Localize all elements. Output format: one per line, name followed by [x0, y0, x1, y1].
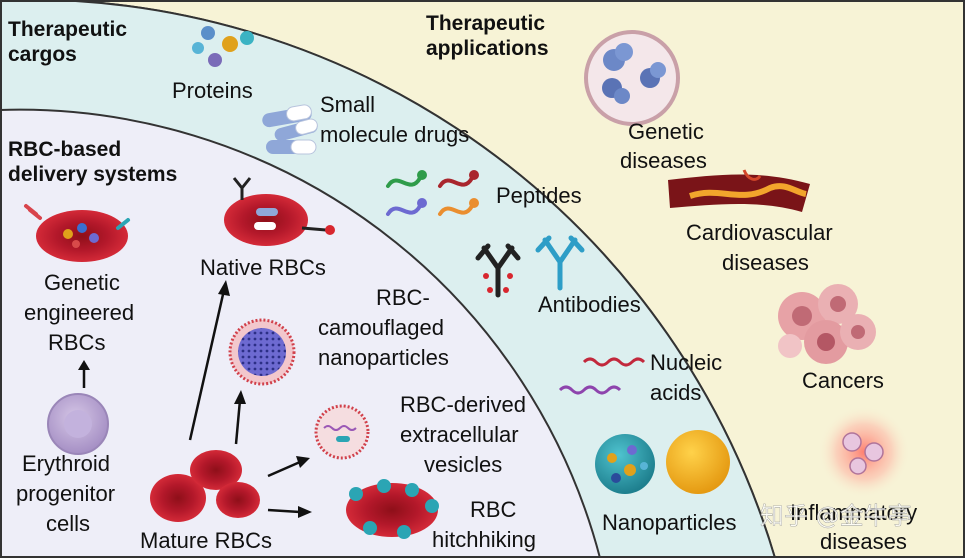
- arrow-to-hitchhiking: [267, 506, 312, 518]
- nucleic-acids-icon: [558, 357, 646, 395]
- cancer-cells-icon: [778, 284, 876, 364]
- artery-icon: [668, 169, 810, 212]
- mature-rbc-label: Mature RBCs: [140, 528, 272, 553]
- capsule-pills-icon: [262, 104, 318, 155]
- watermark: 知乎 @金牛亭: [760, 502, 912, 530]
- inflammation-icon: [818, 406, 910, 498]
- native-rbc-label: Native RBCs: [200, 255, 326, 280]
- proteins-label: Proteins: [172, 78, 253, 103]
- proteins-icon: [192, 26, 254, 67]
- arrow-to-engineered: [78, 360, 90, 388]
- nanoparticles-label: Nanoparticles: [602, 510, 737, 535]
- arrow-to-vesicles: [267, 456, 310, 478]
- hitchhiking-rbc-icon: [346, 479, 439, 539]
- peptides-icon: [386, 170, 479, 216]
- mature-rbc-icon: [150, 450, 260, 522]
- antibodies-label: Antibodies: [538, 292, 641, 317]
- camouflaged-np-icon: [228, 318, 296, 386]
- genetic-engineered-rbc-icon: [24, 204, 130, 262]
- inner-zone: [0, 108, 602, 558]
- arrow-to-camouflaged: [234, 390, 246, 445]
- genetic-diseases-icon: [584, 30, 680, 126]
- arrow-to-native: [188, 280, 230, 441]
- erythroid-progenitor-icon: [47, 393, 109, 455]
- native-rbc-icon: [224, 177, 335, 246]
- nanoparticles-icon: [595, 430, 730, 494]
- cancers-label: Cancers: [802, 368, 884, 393]
- antibodies-icon: [475, 235, 585, 298]
- peptides-label: Peptides: [496, 183, 582, 208]
- vesicle-icon: [314, 404, 370, 460]
